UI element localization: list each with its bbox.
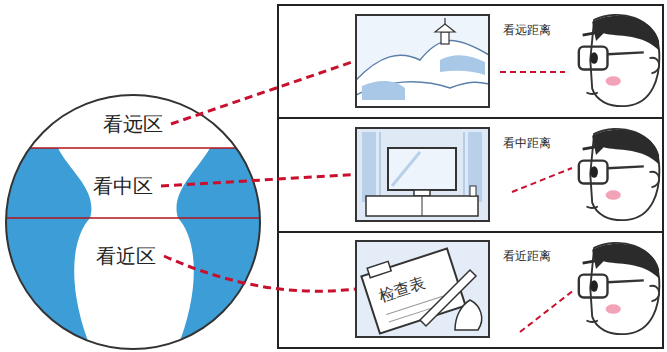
lens-outline bbox=[6, 95, 260, 349]
mountain-picture bbox=[356, 15, 489, 107]
distance-heading: 看远距离 bbox=[503, 22, 551, 39]
lens-zone: 看中区 bbox=[85, 172, 161, 200]
panel-divider bbox=[278, 231, 663, 233]
leader-line bbox=[164, 256, 355, 291]
leader-line bbox=[171, 61, 355, 124]
zone-label: 看近区 bbox=[96, 243, 156, 270]
zone-label: 看中区 bbox=[93, 173, 153, 200]
clipboard-picture bbox=[356, 241, 489, 337]
picture-frame: 看远距离 bbox=[355, 14, 490, 108]
tv-picture bbox=[356, 128, 489, 221]
picture-frame: 看中距离 bbox=[355, 127, 490, 222]
distance-heading: 看中距离 bbox=[503, 135, 551, 152]
face bbox=[579, 129, 660, 220]
panel-divider bbox=[278, 117, 663, 119]
leader-line bbox=[161, 175, 355, 187]
face bbox=[579, 15, 660, 106]
lens bbox=[0, 95, 270, 352]
lens-zone: 看远区 bbox=[95, 110, 171, 138]
sight-line bbox=[500, 72, 574, 332]
panel-frame bbox=[278, 5, 663, 348]
lens-zone: 看近区 bbox=[88, 242, 164, 270]
distance-heading: 看近距离 bbox=[503, 248, 551, 265]
zone-label: 看远区 bbox=[103, 111, 163, 138]
face bbox=[579, 243, 660, 334]
